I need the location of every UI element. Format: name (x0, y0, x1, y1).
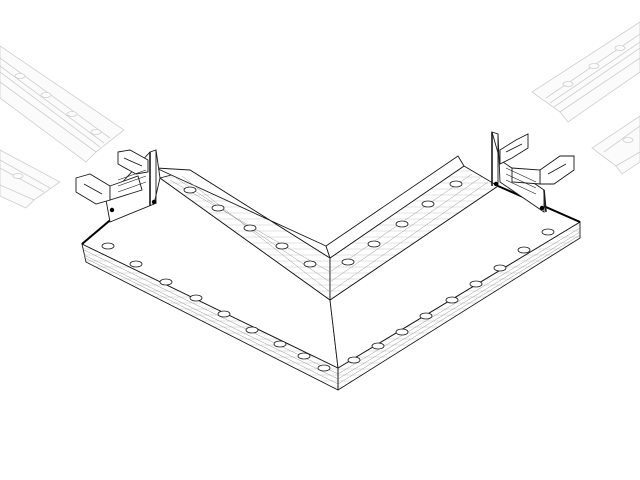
bracket-right-lower (511, 155, 575, 185)
bracket-left-lower (75, 173, 143, 205)
ghost-profile-right (531, 21, 640, 175)
ghost-profile-left (0, 45, 125, 209)
channel-holes (183, 180, 463, 268)
rim-right (325, 155, 465, 259)
corner-profile-body (81, 155, 581, 391)
bracket-left-upper (117, 149, 149, 175)
bracket-right-upper (499, 133, 529, 165)
mounting-holes (101, 228, 555, 372)
connector-pins (109, 181, 545, 213)
end-cap-left (75, 149, 161, 223)
end-cap-right (491, 131, 575, 213)
